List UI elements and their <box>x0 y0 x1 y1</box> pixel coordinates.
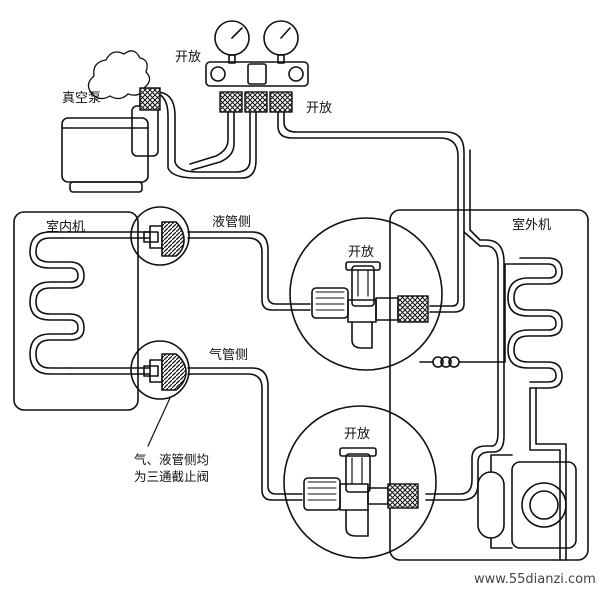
three-way-valve-note: 气、液管侧均 为三通截止阀 <box>134 451 209 485</box>
field-piping <box>187 149 505 501</box>
open-label-upper-valve: 开放 <box>348 245 375 260</box>
open-label-top-left: 开放 <box>175 50 202 65</box>
hoses <box>149 91 465 313</box>
vacuum-pump <box>61 50 159 193</box>
hose-nuts <box>139 87 429 509</box>
open-label-lower-valve: 开放 <box>344 427 371 442</box>
note-line-2: 为三通截止阀 <box>134 469 210 484</box>
open-label-top-right: 开放 <box>306 101 333 116</box>
liquid-side-fitting <box>130 206 190 266</box>
manifold-gauge <box>205 20 309 87</box>
outdoor-unit-label: 室外机 <box>512 218 552 233</box>
indoor-unit <box>13 211 151 411</box>
vacuum-pump-label: 真空泵 <box>62 91 102 106</box>
upper-three-way-valve <box>289 217 443 371</box>
note-line-1: 气、液管侧均 <box>134 452 210 467</box>
note-leader <box>147 397 171 447</box>
gas-side-label: 气管侧 <box>209 348 249 363</box>
liquid-side-label: 液管侧 <box>212 215 252 230</box>
outdoor-unit <box>389 209 589 561</box>
watermark: www.55dianzi.com <box>474 572 596 587</box>
indoor-unit-label: 室内机 <box>46 220 86 235</box>
gas-side-fitting <box>130 340 190 400</box>
lower-three-way-valve <box>283 405 437 559</box>
